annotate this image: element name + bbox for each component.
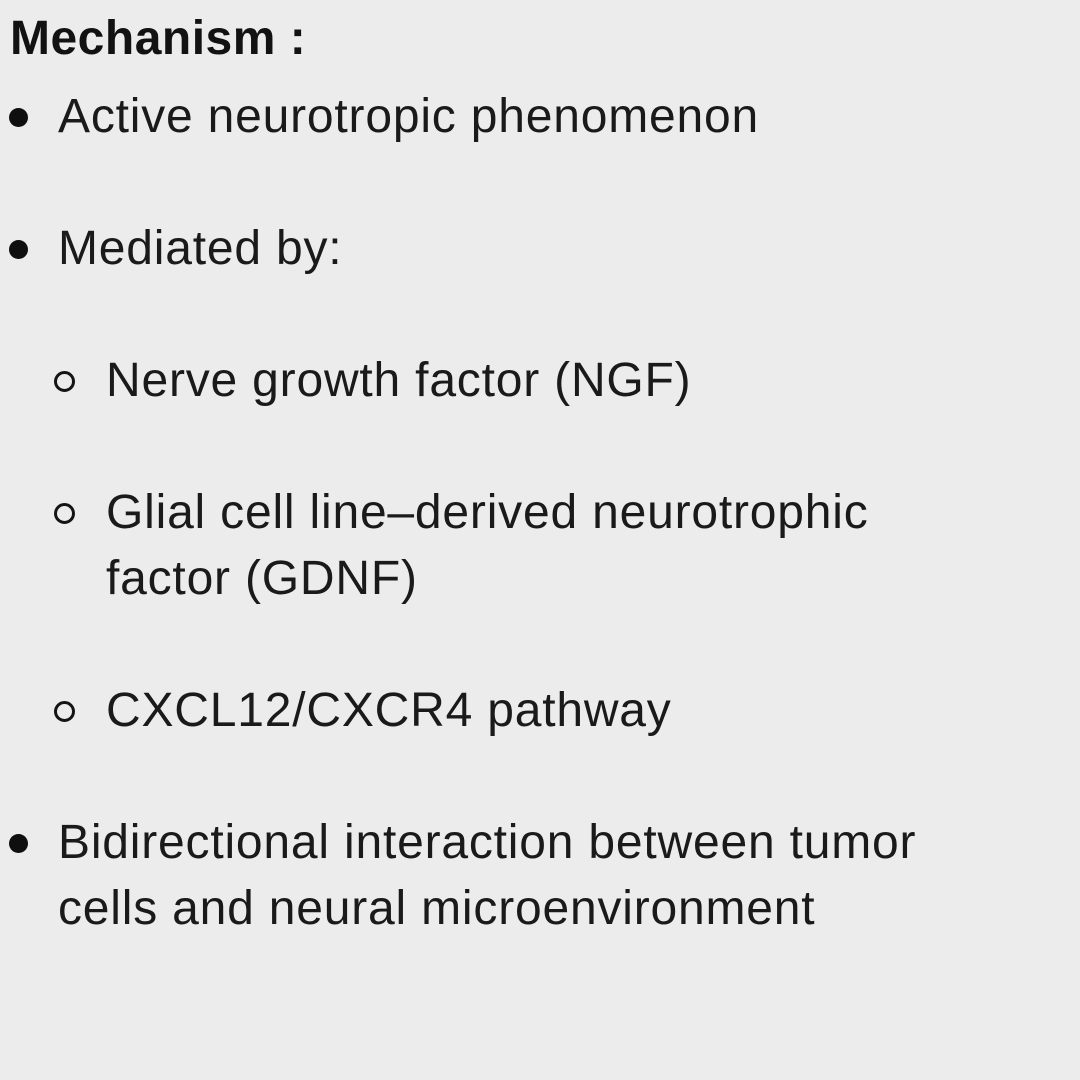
filled-bullet-icon: [9, 834, 28, 853]
list-item: Mediated by:: [0, 216, 1080, 282]
list-item-line: CXCL12/CXCR4 pathway: [106, 684, 672, 737]
list-item-line: Glial cell line–derived neurotrophic: [106, 486, 869, 539]
list-item-text: Mediated by:: [58, 216, 342, 282]
list-item-line: Mediated by:: [58, 222, 343, 275]
list-subitem: CXCL12/CXCR4 pathway: [54, 678, 1080, 744]
list-item-line: cells and neural microenvironment: [58, 882, 816, 935]
list-item-text: Glial cell line–derived neurotrophic fac…: [106, 480, 869, 612]
list-item-line: factor (GDNF): [106, 552, 418, 605]
hollow-bullet-icon: [54, 371, 75, 392]
hollow-bullet-icon: [54, 503, 75, 524]
list-subitem: Nerve growth factor (NGF): [54, 348, 1080, 414]
filled-bullet-icon: [9, 108, 28, 127]
filled-bullet-icon: [9, 240, 28, 259]
list-item-text: Active neurotropic phenomenon: [58, 84, 759, 150]
page-title: Mechanism :: [10, 12, 307, 65]
list-item: Bidirectional interaction between tumor …: [0, 810, 1080, 942]
bullet-list: Active neurotropic phenomenon Mediated b…: [0, 84, 1080, 942]
list-item-line: Active neurotropic phenomenon: [58, 90, 759, 143]
list-item-line: Bidirectional interaction between tumor: [58, 816, 917, 869]
list-item-text: CXCL12/CXCR4 pathway: [106, 678, 672, 744]
list-item: Active neurotropic phenomenon: [0, 84, 1080, 150]
list-item-text: Nerve growth factor (NGF): [106, 348, 691, 414]
list-item-text: Bidirectional interaction between tumor …: [58, 810, 916, 942]
list-item-line: Nerve growth factor (NGF): [106, 354, 692, 407]
list-subitem: Glial cell line–derived neurotrophic fac…: [54, 480, 1080, 612]
hollow-bullet-icon: [54, 701, 75, 722]
